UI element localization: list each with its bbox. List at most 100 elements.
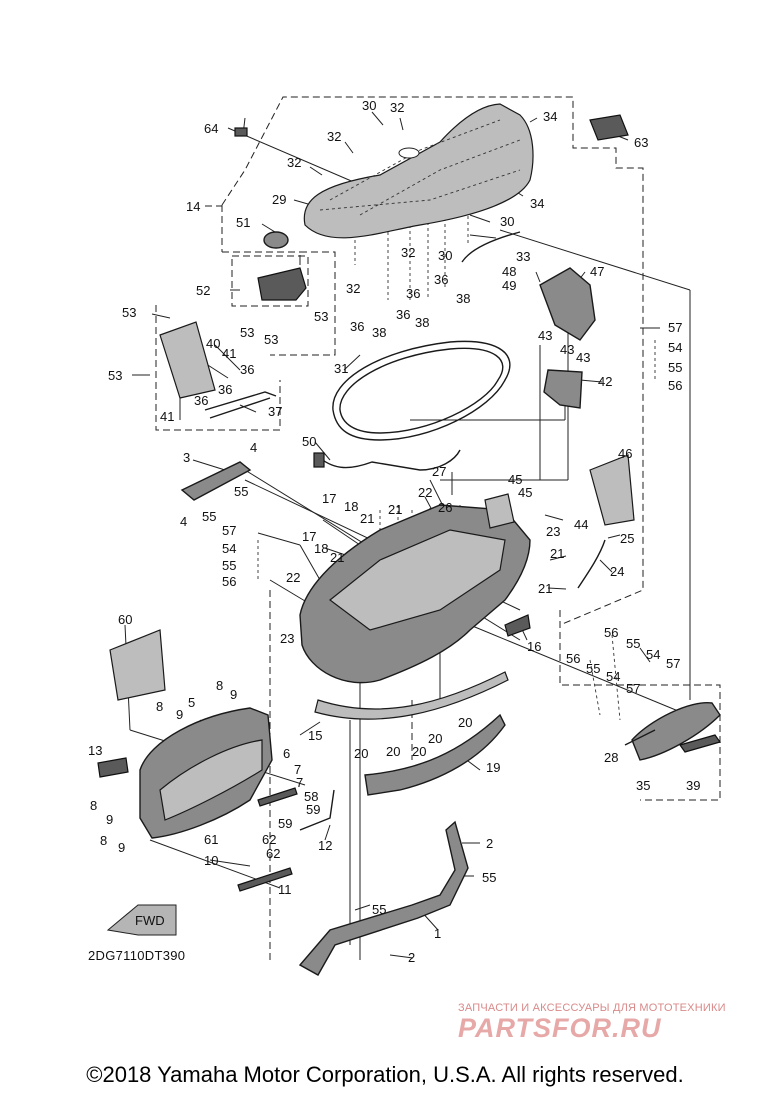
- callout-51: 51: [236, 215, 250, 230]
- callout-49: 49: [502, 278, 516, 293]
- watermark-tagline: ЗАПЧАСТИ И АКСЕССУАРЫ ДЛЯ МОТОТЕХНИКИ: [458, 1002, 726, 1014]
- handle-part: [577, 539, 606, 589]
- label-part: [97, 757, 129, 778]
- callout-27: 27: [432, 464, 446, 479]
- callout-52: 52: [196, 283, 210, 298]
- callout-12: 12: [318, 838, 332, 853]
- callout-8: 8: [100, 833, 107, 848]
- callout-55: 55: [626, 636, 640, 651]
- callout-55: 55: [372, 902, 386, 917]
- callout-8: 8: [156, 699, 163, 714]
- callout-43: 43: [560, 342, 574, 357]
- callout-36: 36: [434, 272, 448, 287]
- callout-35: 35: [636, 778, 650, 793]
- callout-61: 61: [204, 832, 218, 847]
- callout-20: 20: [386, 744, 400, 759]
- callout-39: 39: [686, 778, 700, 793]
- callout-38: 38: [456, 291, 470, 306]
- callout-9: 9: [230, 687, 237, 702]
- callout-36: 36: [406, 286, 420, 301]
- callout-53: 53: [314, 309, 328, 324]
- callout-38: 38: [415, 315, 429, 330]
- parts: FWD: [97, 103, 721, 976]
- callout-26: 26: [438, 500, 452, 515]
- callout-32: 32: [346, 281, 360, 296]
- callout-57: 57: [626, 681, 640, 696]
- clip-part: [234, 127, 248, 137]
- watermark-logo[interactable]: PARTSFOR.RU: [458, 1013, 662, 1043]
- callout-6: 6: [283, 746, 290, 761]
- callout-20: 20: [354, 746, 368, 761]
- strip-part: [314, 671, 509, 720]
- callout-62: 62: [262, 832, 276, 847]
- callout-54: 54: [222, 541, 236, 556]
- callout-37: 37: [268, 404, 282, 419]
- callout-2: 2: [486, 836, 493, 851]
- callout-55: 55: [668, 360, 682, 375]
- callout-3: 3: [183, 450, 190, 465]
- callout-30: 30: [438, 248, 452, 263]
- callout-47: 47: [590, 264, 604, 279]
- callout-40: 40: [206, 336, 220, 351]
- callout-25: 25: [620, 531, 634, 546]
- callout-20: 20: [428, 731, 442, 746]
- copyright-notice: ©2018 Yamaha Motor Corporation, U.S.A. A…: [86, 1062, 684, 1087]
- callout-46: 46: [618, 446, 632, 461]
- callout-41: 41: [222, 346, 236, 361]
- callout-60: 60: [118, 612, 132, 627]
- callout-9: 9: [176, 707, 183, 722]
- mount-part: [484, 493, 515, 529]
- callout-15: 15: [308, 728, 322, 743]
- stay-cable-part: [461, 231, 521, 263]
- callout-11: 11: [278, 882, 292, 897]
- callout-34: 34: [530, 196, 544, 211]
- callout-22: 22: [286, 570, 300, 585]
- callout-36: 36: [194, 393, 208, 408]
- callout-55: 55: [234, 484, 248, 499]
- callout-21: 21: [388, 502, 402, 517]
- callout-56: 56: [668, 378, 682, 393]
- callout-22: 22: [418, 485, 432, 500]
- callout-32: 32: [390, 100, 404, 115]
- callout-2: 2: [408, 950, 415, 965]
- carrier-rail-part: [298, 820, 469, 976]
- callout-57: 57: [668, 320, 682, 335]
- rod-lower-part: [237, 867, 293, 892]
- callout-7: 7: [296, 775, 303, 790]
- callout-42: 42: [598, 374, 612, 389]
- callout-38: 38: [372, 325, 386, 340]
- callout-29: 29: [272, 192, 286, 207]
- latch-assembly-part: [257, 267, 307, 301]
- bolt-part: [624, 729, 656, 746]
- callout-21: 21: [360, 511, 374, 526]
- callout-56: 56: [604, 625, 618, 640]
- callout-24: 24: [610, 564, 624, 579]
- callout-28: 28: [604, 750, 618, 765]
- cap-part: [263, 231, 289, 249]
- callout-44: 44: [574, 517, 588, 532]
- callout-36: 36: [240, 362, 254, 377]
- right-cover-part: [539, 267, 596, 341]
- callout-13: 13: [88, 743, 102, 758]
- callout-9: 9: [118, 840, 125, 855]
- fwd-label: FWD: [135, 913, 165, 928]
- bracket-left-part: [180, 461, 252, 501]
- callout-17: 17: [322, 491, 336, 506]
- assembly-boundaries: [155, 96, 721, 960]
- callout-34: 34: [543, 109, 557, 124]
- grab-rubber-part: [679, 734, 721, 753]
- callout-4: 4: [180, 514, 187, 529]
- callout-63: 63: [634, 135, 648, 150]
- callout-32: 32: [401, 245, 415, 260]
- callout-57: 57: [222, 523, 236, 538]
- callout-23: 23: [280, 631, 294, 646]
- callout-32: 32: [327, 129, 341, 144]
- callout-23: 23: [546, 524, 560, 539]
- callout-36: 36: [350, 319, 364, 334]
- callout-30: 30: [362, 98, 376, 113]
- callout-30: 30: [500, 214, 514, 229]
- callout-32: 32: [287, 155, 301, 170]
- callout-20: 20: [412, 744, 426, 759]
- sheet-part: [109, 629, 166, 701]
